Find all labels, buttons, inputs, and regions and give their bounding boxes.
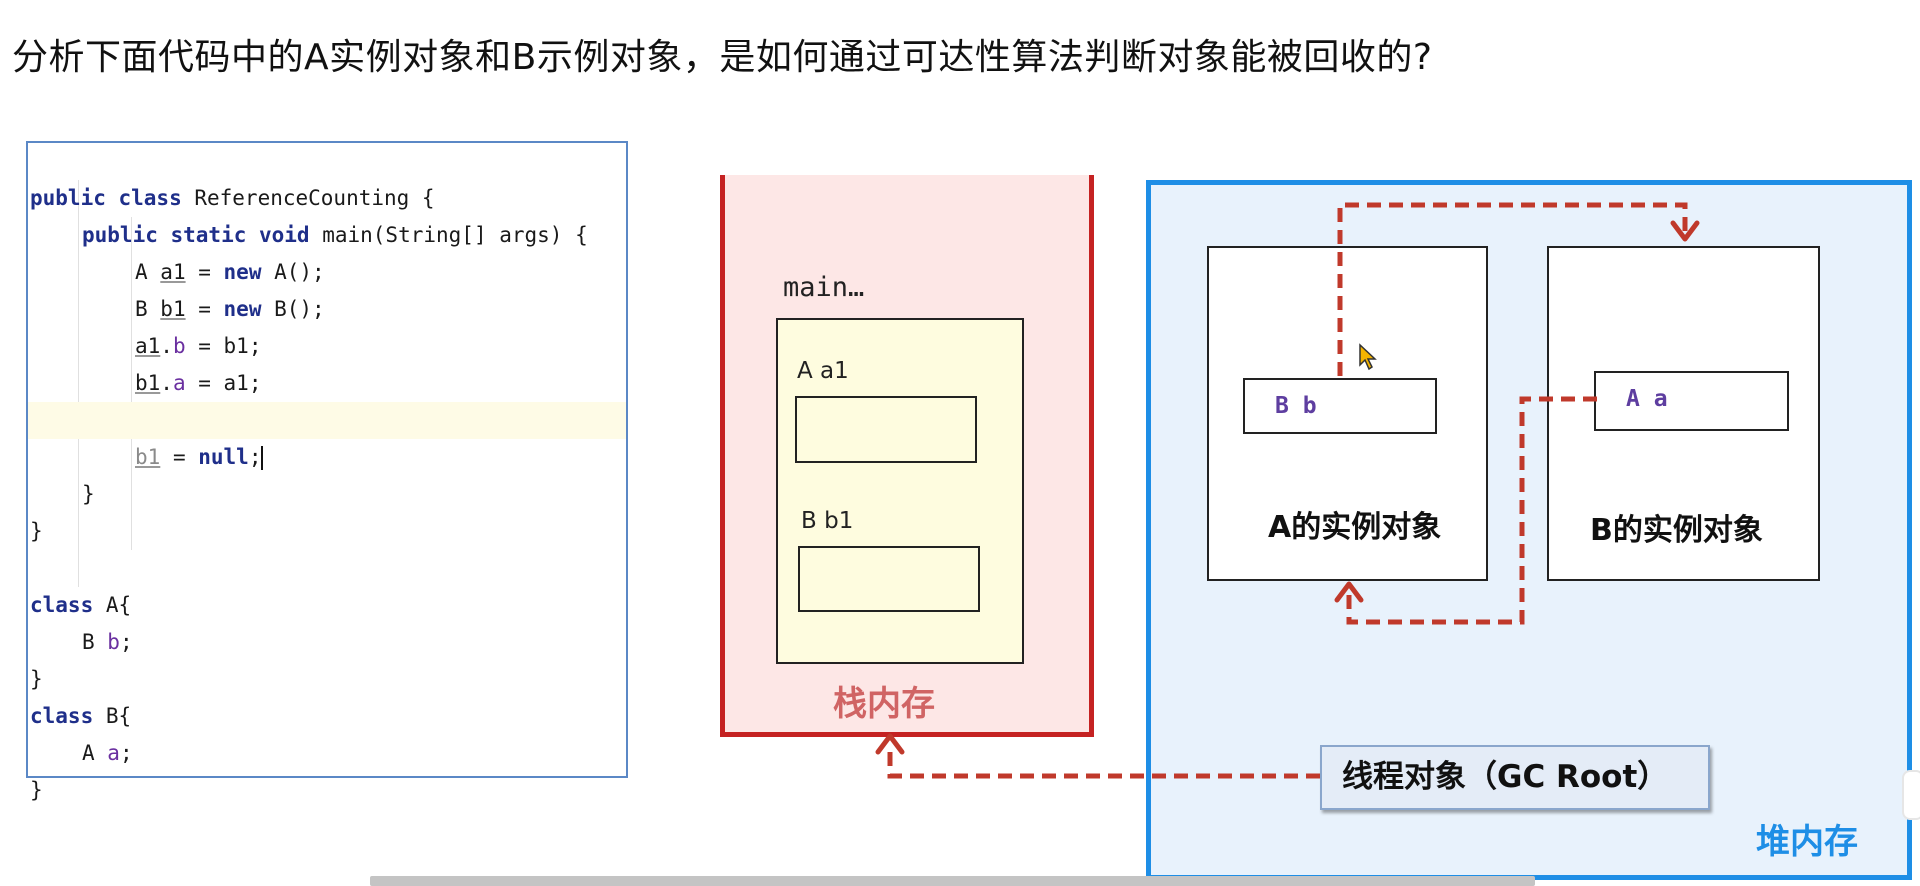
code-text: = b1; (185, 334, 262, 358)
code-variable: a1 (135, 334, 161, 358)
code-text: A (82, 741, 108, 765)
code-line: B b1 = new B(); (28, 254, 626, 321)
stack-var-b1-slot (798, 546, 980, 612)
code-text: ; (248, 445, 262, 469)
code-field: a (172, 371, 186, 395)
code-text: B(); (261, 297, 325, 321)
code-text: = (185, 260, 224, 284)
code-text: A (135, 260, 161, 284)
code-keyword: new (223, 260, 262, 284)
code-field: b (172, 334, 186, 358)
stack-var-a1-label: A a1 (797, 358, 849, 384)
code-line: b1.a = a1; (28, 328, 626, 395)
question-title: 分析下面代码中的A实例对象和B示例对象，是如何通过可达性算法判断对象能被回收的? (12, 37, 1433, 78)
object-b-title: B的实例对象 (1590, 513, 1763, 548)
indent-guide (78, 180, 79, 587)
heap-memory-title: 堆内存 (1756, 822, 1858, 862)
code-field: b (107, 630, 120, 654)
arrowhead-down-icon (1670, 220, 1700, 242)
code-line: } (28, 476, 626, 543)
code-line: public static void main(String[] args) { (28, 180, 626, 247)
code-line: } (28, 735, 626, 802)
gc-root-thread-object: 线程对象（GC Root） (1320, 745, 1710, 810)
code-line: } (28, 439, 626, 506)
code-variable: b1 (135, 445, 161, 469)
code-text: = (185, 297, 224, 321)
code-text: A(); (261, 260, 325, 284)
code-keyword: public class (30, 186, 182, 210)
code-keyword: class (30, 704, 94, 728)
code-line: } (28, 624, 626, 691)
code-line: class A{ (28, 550, 626, 617)
code-text: } (30, 778, 43, 802)
stack-memory-title: 栈内存 (833, 684, 935, 724)
code-text: } (30, 519, 43, 543)
arrow-b-a-to-a-instance (1346, 396, 1597, 625)
side-panel-handle[interactable] (1902, 770, 1920, 820)
code-text: = a1; (185, 371, 262, 395)
code-text: B (82, 630, 108, 654)
code-variable: b1 (135, 371, 161, 395)
code-keyword: class (30, 593, 94, 617)
code-text: = (160, 445, 199, 469)
code-text: main(String[] args) { (309, 223, 588, 247)
code-line: public class ReferenceCounting { (28, 143, 626, 210)
text-caret (261, 446, 264, 470)
arrow-a-b-to-b-instance (1337, 202, 1688, 376)
code-text: ; (119, 630, 133, 654)
stack-var-b1-label: B b1 (801, 508, 854, 534)
code-text: ReferenceCounting { (181, 186, 435, 210)
code-text: } (30, 667, 43, 691)
code-text: A{ (93, 593, 132, 617)
code-text: ; (119, 741, 133, 765)
code-text: . (160, 371, 173, 395)
object-b-field-a: A a (1594, 371, 1789, 431)
stack-frame-label: main… (783, 272, 865, 303)
code-line: B b; (28, 587, 626, 654)
code-text: } (82, 482, 95, 506)
mouse-pointer-icon (1359, 343, 1377, 371)
stack-var-a1-slot (795, 396, 977, 463)
code-variable: b1 (160, 297, 186, 321)
code-field: a (107, 741, 120, 765)
arrowhead-up-icon (1334, 581, 1364, 603)
horizontal-scrollbar[interactable] (370, 876, 1535, 886)
object-a-title: A的实例对象 (1268, 510, 1442, 545)
code-keyword: null (198, 445, 249, 469)
code-panel: public class ReferenceCounting { public … (26, 141, 628, 802)
code-keyword: new (223, 297, 262, 321)
code-keyword: public static void (82, 223, 310, 247)
code-text: . (160, 334, 173, 358)
code-line: a1.b = b1; (28, 291, 626, 358)
code-variable: a1 (160, 260, 186, 284)
code-text: B (135, 297, 161, 321)
code-line: A a; (28, 698, 626, 765)
code-line: class B{ (28, 661, 626, 728)
code-line: A a1 = new A(); (28, 217, 626, 284)
code-text: B{ (93, 704, 132, 728)
arrowhead-up-icon (875, 733, 905, 755)
code-line-current[interactable]: b1 = null; (28, 402, 626, 470)
arrow-gc-root-to-stack (887, 748, 1320, 779)
indent-guide (131, 217, 132, 550)
object-a-field-b: B b (1243, 378, 1437, 434)
